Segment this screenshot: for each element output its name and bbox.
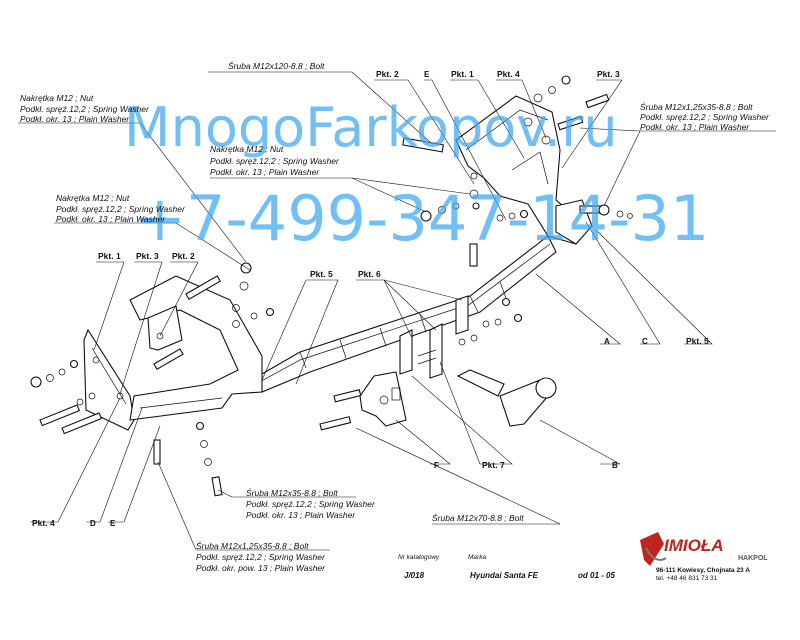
- pkt-2-left: Pkt. 2: [172, 251, 195, 261]
- letter-a: A: [604, 337, 610, 346]
- fasteners: [30, 75, 633, 497]
- label-plain-mid: Podkł. okr. 13 ; Plain Washer: [210, 167, 320, 177]
- logo-subtext: HAKPOL: [738, 555, 768, 562]
- pkt-1-top: Pkt. 1: [451, 69, 474, 79]
- letter-f: F: [434, 461, 439, 470]
- catalog-label: Nr katalogowy: [398, 554, 440, 561]
- label-spring-right: Podkł. spręż.12,2 ; Spring Washer: [640, 112, 770, 122]
- label-plain-bottom: Podkł. okr. pow. 13 ; Plain Washer: [196, 563, 326, 573]
- pkt-6: Pkt. 6: [358, 269, 381, 279]
- leader-lines: [18, 71, 776, 551]
- catalog-number: J/018: [404, 571, 425, 580]
- socket-plate: [359, 371, 407, 427]
- label-spring-bottom: Podkł. spręż.12,2 ; Spring Washer: [196, 552, 326, 562]
- pkt-4-top: Pkt. 4: [497, 69, 520, 79]
- left-bracket: [83, 328, 135, 431]
- company-phone: tel. +48 46 831 73 31: [656, 575, 718, 582]
- pkt-3-top: Pkt. 3: [597, 69, 620, 79]
- label-nut-mid: Nakrętka M12 ; Nut: [210, 144, 284, 154]
- letter-e-top: E: [424, 70, 430, 79]
- pkt-5-mid: Pkt. 5: [310, 269, 333, 279]
- tow-ball: [456, 369, 557, 427]
- imiola-logo: IMIOŁA HAKPOL: [640, 532, 768, 566]
- watermark-phone: +7-499-347-14-31: [134, 182, 709, 255]
- label-nut-left: Nakrętka M12 ; Nut: [56, 193, 130, 203]
- pkt-7: Pkt. 7: [482, 460, 505, 470]
- letter-d: D: [90, 519, 96, 528]
- pkt-3-left: Pkt. 3: [136, 251, 159, 261]
- company-address: 96-111 Kowiesy, Chojnata 23 A: [656, 567, 750, 574]
- right-bracket: [455, 95, 593, 245]
- label-plain-left: Podkł. okr. 13 ; Plain Washer: [56, 214, 166, 224]
- pkt-5-right: Pkt. 5: [686, 336, 709, 346]
- pkt-4-left: Pkt. 4: [32, 518, 55, 528]
- letter-c: C: [642, 337, 648, 346]
- label-spring-m12x35: Podkł. spręż.12,2 ; Spring Washer: [246, 499, 376, 509]
- logo-text: IMIOŁA: [664, 536, 724, 555]
- label-plain-top: Podkł. okr. 13 ; Plain Washer: [20, 114, 130, 124]
- pkt-1-left: Pkt. 1: [98, 251, 121, 261]
- watermark-site: MnogoFarkopov.ru: [124, 96, 618, 159]
- label-spring-top: Podkł. spręż.12,2 ; Spring Washer: [20, 104, 150, 114]
- point-labels: Pkt. 2 E Pkt. 1 Pkt. 4 Pkt. 3 Pkt. 1 Pkt…: [32, 69, 709, 528]
- label-bolt-m12x70: Śruba M12x70-8.8 ; Bolt: [432, 512, 524, 523]
- label-bolt-right: Śruba M12x1,25x35-8.8 ; Bolt: [640, 101, 753, 112]
- label-bolt-m12x120: Śruba M12x120-8.8 ; Bolt: [228, 60, 325, 71]
- label-bolt-bottom: Śruba M12x1,25x35-8.8 ; Bolt: [196, 540, 309, 551]
- pkt-2-top: Pkt. 2: [376, 69, 399, 79]
- label-spring-mid: Podkł. spręż.12,2 ; Spring Washer: [210, 156, 340, 166]
- title-block: Nr katalogowy J/018 Marka Hyundai Santa …: [398, 532, 768, 582]
- label-nut-top: Nakrętka M12 ; Nut: [20, 93, 94, 103]
- label-spring-left: Podkł. spręż.12,2 ; Spring Washer: [56, 204, 186, 214]
- label-bolt-m12x35: Śruba M12x35-8.8 ; Bolt: [246, 487, 338, 498]
- left-frame-plate: [129, 275, 263, 421]
- model-years: od 01 - 05: [578, 571, 615, 580]
- letter-e-bottom: E: [110, 519, 116, 528]
- fastener-labels: Śruba M12x120-8.8 ; Bolt Nakrętka M12 ; …: [20, 60, 770, 573]
- model-name: Hyundai Santa FE: [470, 571, 539, 580]
- letter-b: B: [612, 461, 618, 470]
- brand-label: Marka: [468, 554, 486, 561]
- watermark: MnogoFarkopov.ru +7-499-347-14-31: [124, 96, 709, 255]
- label-plain-m12x35: Podkł. okr. 13 ; Plain Washer: [246, 510, 356, 520]
- label-plain-right: Podkł. okr. 13 ; Plain Washer: [640, 122, 750, 132]
- center-hangers: [399, 295, 469, 379]
